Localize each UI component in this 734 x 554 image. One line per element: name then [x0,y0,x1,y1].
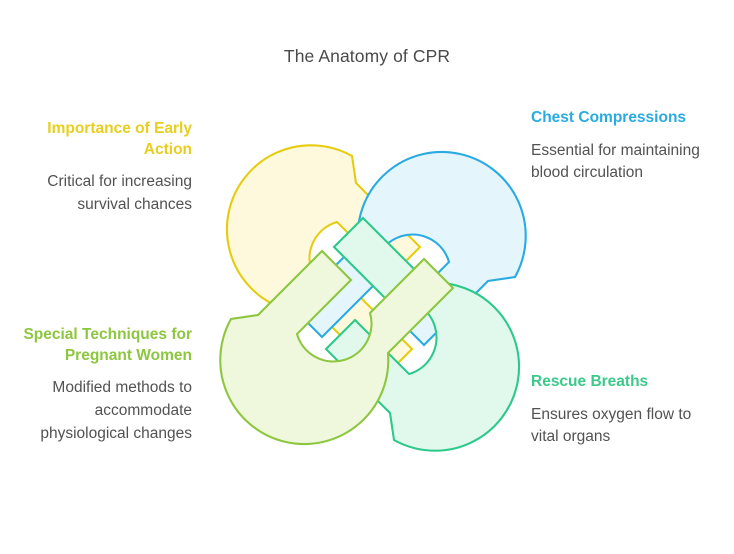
topic-heading-rescue-breaths: Rescue Breaths [531,373,649,390]
topic-block-rescue-breaths: Rescue Breaths Ensures oxygen flow to vi… [531,372,717,449]
topic-body-pregnant-women: Modified methods to accommodate physiolo… [40,379,192,442]
topic-body-early-action: Critical for increasing survival chances [47,173,192,213]
topic-body-rescue-breaths: Ensures oxygen flow to vital organs [531,405,692,446]
topic-body-chest-compressions: Essential for maintaining blood circulat… [531,141,700,182]
topic-heading-chest-compressions: Chest Compressions [531,109,687,126]
topic-heading-pregnant-women: Special Techniques for Pregnant Women [23,326,192,364]
topic-block-chest-compressions: Chest Compressions Essential for maintai… [531,108,717,185]
hook-green [219,249,455,446]
topic-block-pregnant-women: Special Techniques for Pregnant Women Mo… [6,325,192,446]
interlocking-hooks-diagram [213,142,533,454]
page-title: The Anatomy of CPR [283,46,451,66]
topic-heading-early-action: Importance of Early Action [47,120,192,158]
topic-block-early-action: Importance of Early Action Critical for … [6,119,192,217]
